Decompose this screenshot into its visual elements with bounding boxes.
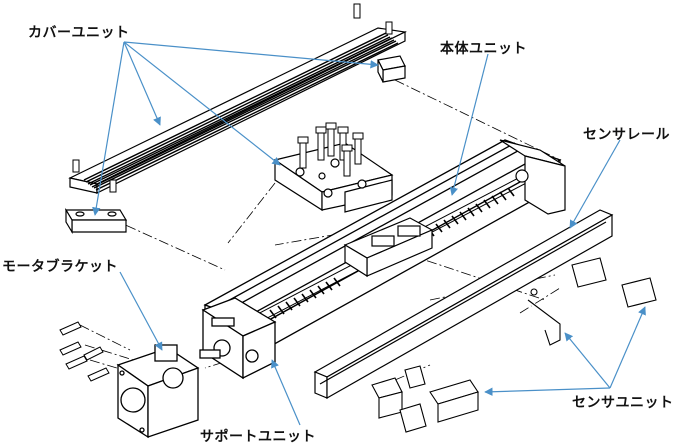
motor-bracket [116, 344, 200, 439]
cover-plate [68, 27, 407, 194]
support-block [199, 297, 277, 380]
cover-end-block-right [377, 55, 406, 83]
leader-lines [92, 41, 646, 426]
label-sensor-unit: センサユニット [572, 395, 674, 411]
sensor-unit-3 [571, 257, 657, 308]
sensor-rail [313, 209, 614, 400]
nut-block [343, 217, 434, 278]
bracket-screws [59, 321, 110, 382]
label-body-unit: 本体ユニット [440, 41, 527, 57]
label-support-unit: サポートユニット [200, 429, 316, 445]
rail-end-block [499, 139, 566, 215]
table-bolts [297, 122, 364, 177]
cover-screws [72, 3, 393, 193]
sensor-unit-1 [371, 365, 426, 419]
label-cover-unit: カバーユニット [28, 25, 130, 41]
cover-end-block-left [64, 207, 128, 235]
center-lines [79, 79, 561, 381]
label-sensor-rail: センサレール [583, 127, 670, 143]
sensor-dog [527, 288, 561, 346]
sensor-unit-2 [399, 379, 479, 433]
label-motor-bracket: モータブラケット [2, 259, 118, 275]
